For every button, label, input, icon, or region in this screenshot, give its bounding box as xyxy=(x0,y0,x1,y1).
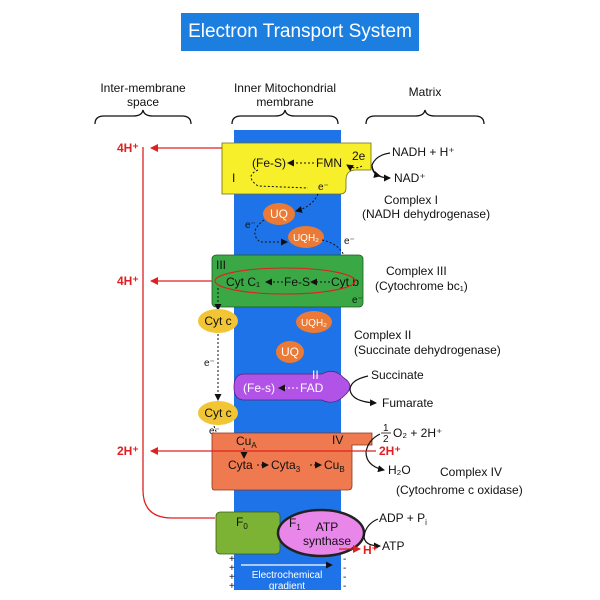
cytc-ellipse-2 xyxy=(198,401,238,425)
cytc-label-2: Cyt c xyxy=(204,406,231,420)
uqh2-ellipse-2 xyxy=(296,311,332,333)
complex-2-name: Complex II xyxy=(354,328,411,342)
complex-1-roman: I xyxy=(232,171,235,185)
succinate-arrow xyxy=(349,375,377,407)
proton-return-line xyxy=(142,147,215,519)
complex-4 xyxy=(211,432,373,491)
oxygen-half-numerator: 1 xyxy=(383,423,389,434)
uq-label-1: UQ xyxy=(270,207,288,221)
uqh2-label-1: UQH₂ xyxy=(293,233,319,244)
electron-label-3: e⁻ xyxy=(344,236,355,247)
adp-to-atp-arrow xyxy=(363,518,381,550)
complex-1-name: Complex I xyxy=(384,193,438,207)
uq-ellipse-2 xyxy=(276,341,304,363)
electron-label-6: e⁻ xyxy=(209,426,220,437)
complex-3-cytb: Cyt b xyxy=(331,275,359,289)
gradient-plus-1: + xyxy=(229,554,235,565)
succinate-substrate: Succinate xyxy=(371,368,424,382)
nadh-substrate: NADH + H⁺ xyxy=(392,145,455,159)
complex-4-cub: CuB xyxy=(324,458,345,474)
header-intermembrane-line1: Inter-membrane xyxy=(100,81,186,95)
gradient-minus-1: - xyxy=(343,554,346,565)
gradient-label-1: Electrochemical xyxy=(252,570,323,581)
header-intermembrane-line2: space xyxy=(127,95,159,109)
uqh2-ellipse-1 xyxy=(288,226,324,248)
atp-synthase-label-1: ATP xyxy=(316,520,338,534)
brace-intermembrane xyxy=(94,109,192,125)
atp-product: ATP xyxy=(382,539,404,553)
page-title: Electron Transport System xyxy=(181,13,419,51)
header-membrane-line2: membrane xyxy=(256,95,314,109)
brace-membrane xyxy=(231,109,339,125)
cytc-label-1: Cyt c xyxy=(204,314,231,328)
adp-substrate: ADP + Pi xyxy=(379,511,427,527)
complex-4-cyta: Cyta xyxy=(228,458,253,472)
f0-subunit xyxy=(215,511,281,555)
2e-to-fmn-arrow xyxy=(346,164,363,172)
complex-4-cua: CuA xyxy=(236,434,257,450)
electron-label-1: e⁻ xyxy=(318,182,329,193)
proton-label-atp: H⁺ xyxy=(363,543,378,557)
complex-2-roman: II xyxy=(312,368,319,382)
complex-2-full-name: (Succinate dehydrogenase) xyxy=(354,343,501,357)
gradient-minus-3: - xyxy=(343,572,346,583)
proton-label-complex-4-right: 2H⁺ xyxy=(379,444,401,458)
oxygen-half-denominator: 2 xyxy=(383,434,389,445)
proton-label-complex-4-left: 2H⁺ xyxy=(117,444,139,458)
f1-subunit xyxy=(276,508,366,558)
gradient-minus-4: - xyxy=(343,581,346,592)
e-to-uq-arrow xyxy=(295,193,319,213)
electron-label-5: e⁻ xyxy=(204,358,215,369)
gradient-plus-2: + xyxy=(229,563,235,574)
header-membrane-line1: Inner Mitochondrial xyxy=(234,81,336,95)
fumarate-product: Fumarate xyxy=(382,396,434,410)
oxygen-substrate: O₂ + 2H⁺ xyxy=(393,426,442,440)
uq-ellipse-1 xyxy=(263,203,295,225)
complex-4-full-name: (Cytochrome c oxidase) xyxy=(396,483,523,497)
electron-label-2: e⁻ xyxy=(245,220,256,231)
complex-1-fes: (Fe-S) xyxy=(252,156,286,170)
complex-3-fes: Fe-S xyxy=(284,275,310,289)
f0-label: F0 xyxy=(236,515,248,531)
gradient-plus-3: + xyxy=(229,572,235,583)
complex-3-name: Complex III xyxy=(386,264,447,278)
complex-4-cyta3: Cyta3 xyxy=(271,458,301,474)
complex-1-fmn: FMN xyxy=(316,156,342,170)
fes-loop-arrow xyxy=(250,169,309,189)
gradient-minus-2: - xyxy=(343,563,346,574)
gradient-label-2: gradient xyxy=(269,581,305,592)
gradient-plus-4: + xyxy=(229,581,235,592)
brace-matrix xyxy=(365,109,485,125)
complex-1-full-name: (NADH dehydrogenase) xyxy=(362,207,490,221)
uq-to-uqh2-arrow xyxy=(254,219,288,246)
oxygen-arrow xyxy=(365,433,385,473)
uqh2-label-2: UQH₂ xyxy=(301,318,327,329)
complex-3-cytc1: Cyt C₁ xyxy=(226,275,260,289)
complex-1 xyxy=(221,142,372,195)
atp-synthase-label-2: synthase xyxy=(303,534,351,548)
electron-label-4: e⁻ xyxy=(352,295,363,306)
uq-label-2: UQ xyxy=(281,345,299,359)
complex-2-fad: FAD xyxy=(300,381,324,395)
proton-label-complex-3: 4H⁺ xyxy=(117,274,139,288)
complex-1-2e: 2e xyxy=(352,149,366,163)
complex-2 xyxy=(233,370,351,403)
f1-label: F1 xyxy=(289,516,301,532)
complex-3-full-name: (Cytochrome bc₁) xyxy=(375,279,468,293)
q-cycle-loop xyxy=(214,267,356,295)
complex-2-fes: (Fe-s) xyxy=(243,381,275,395)
complex-4-roman: IV xyxy=(332,433,343,447)
water-product: H₂O xyxy=(388,463,411,477)
proton-label-complex-1: 4H⁺ xyxy=(117,141,139,155)
complex-3-roman: III xyxy=(216,258,226,272)
cytc-ellipse-1 xyxy=(198,309,238,333)
header-matrix: Matrix xyxy=(409,85,442,99)
complex-4-name: Complex IV xyxy=(440,465,502,479)
nad-product: NAD⁺ xyxy=(394,171,426,185)
nad-arrow-out xyxy=(371,165,391,182)
